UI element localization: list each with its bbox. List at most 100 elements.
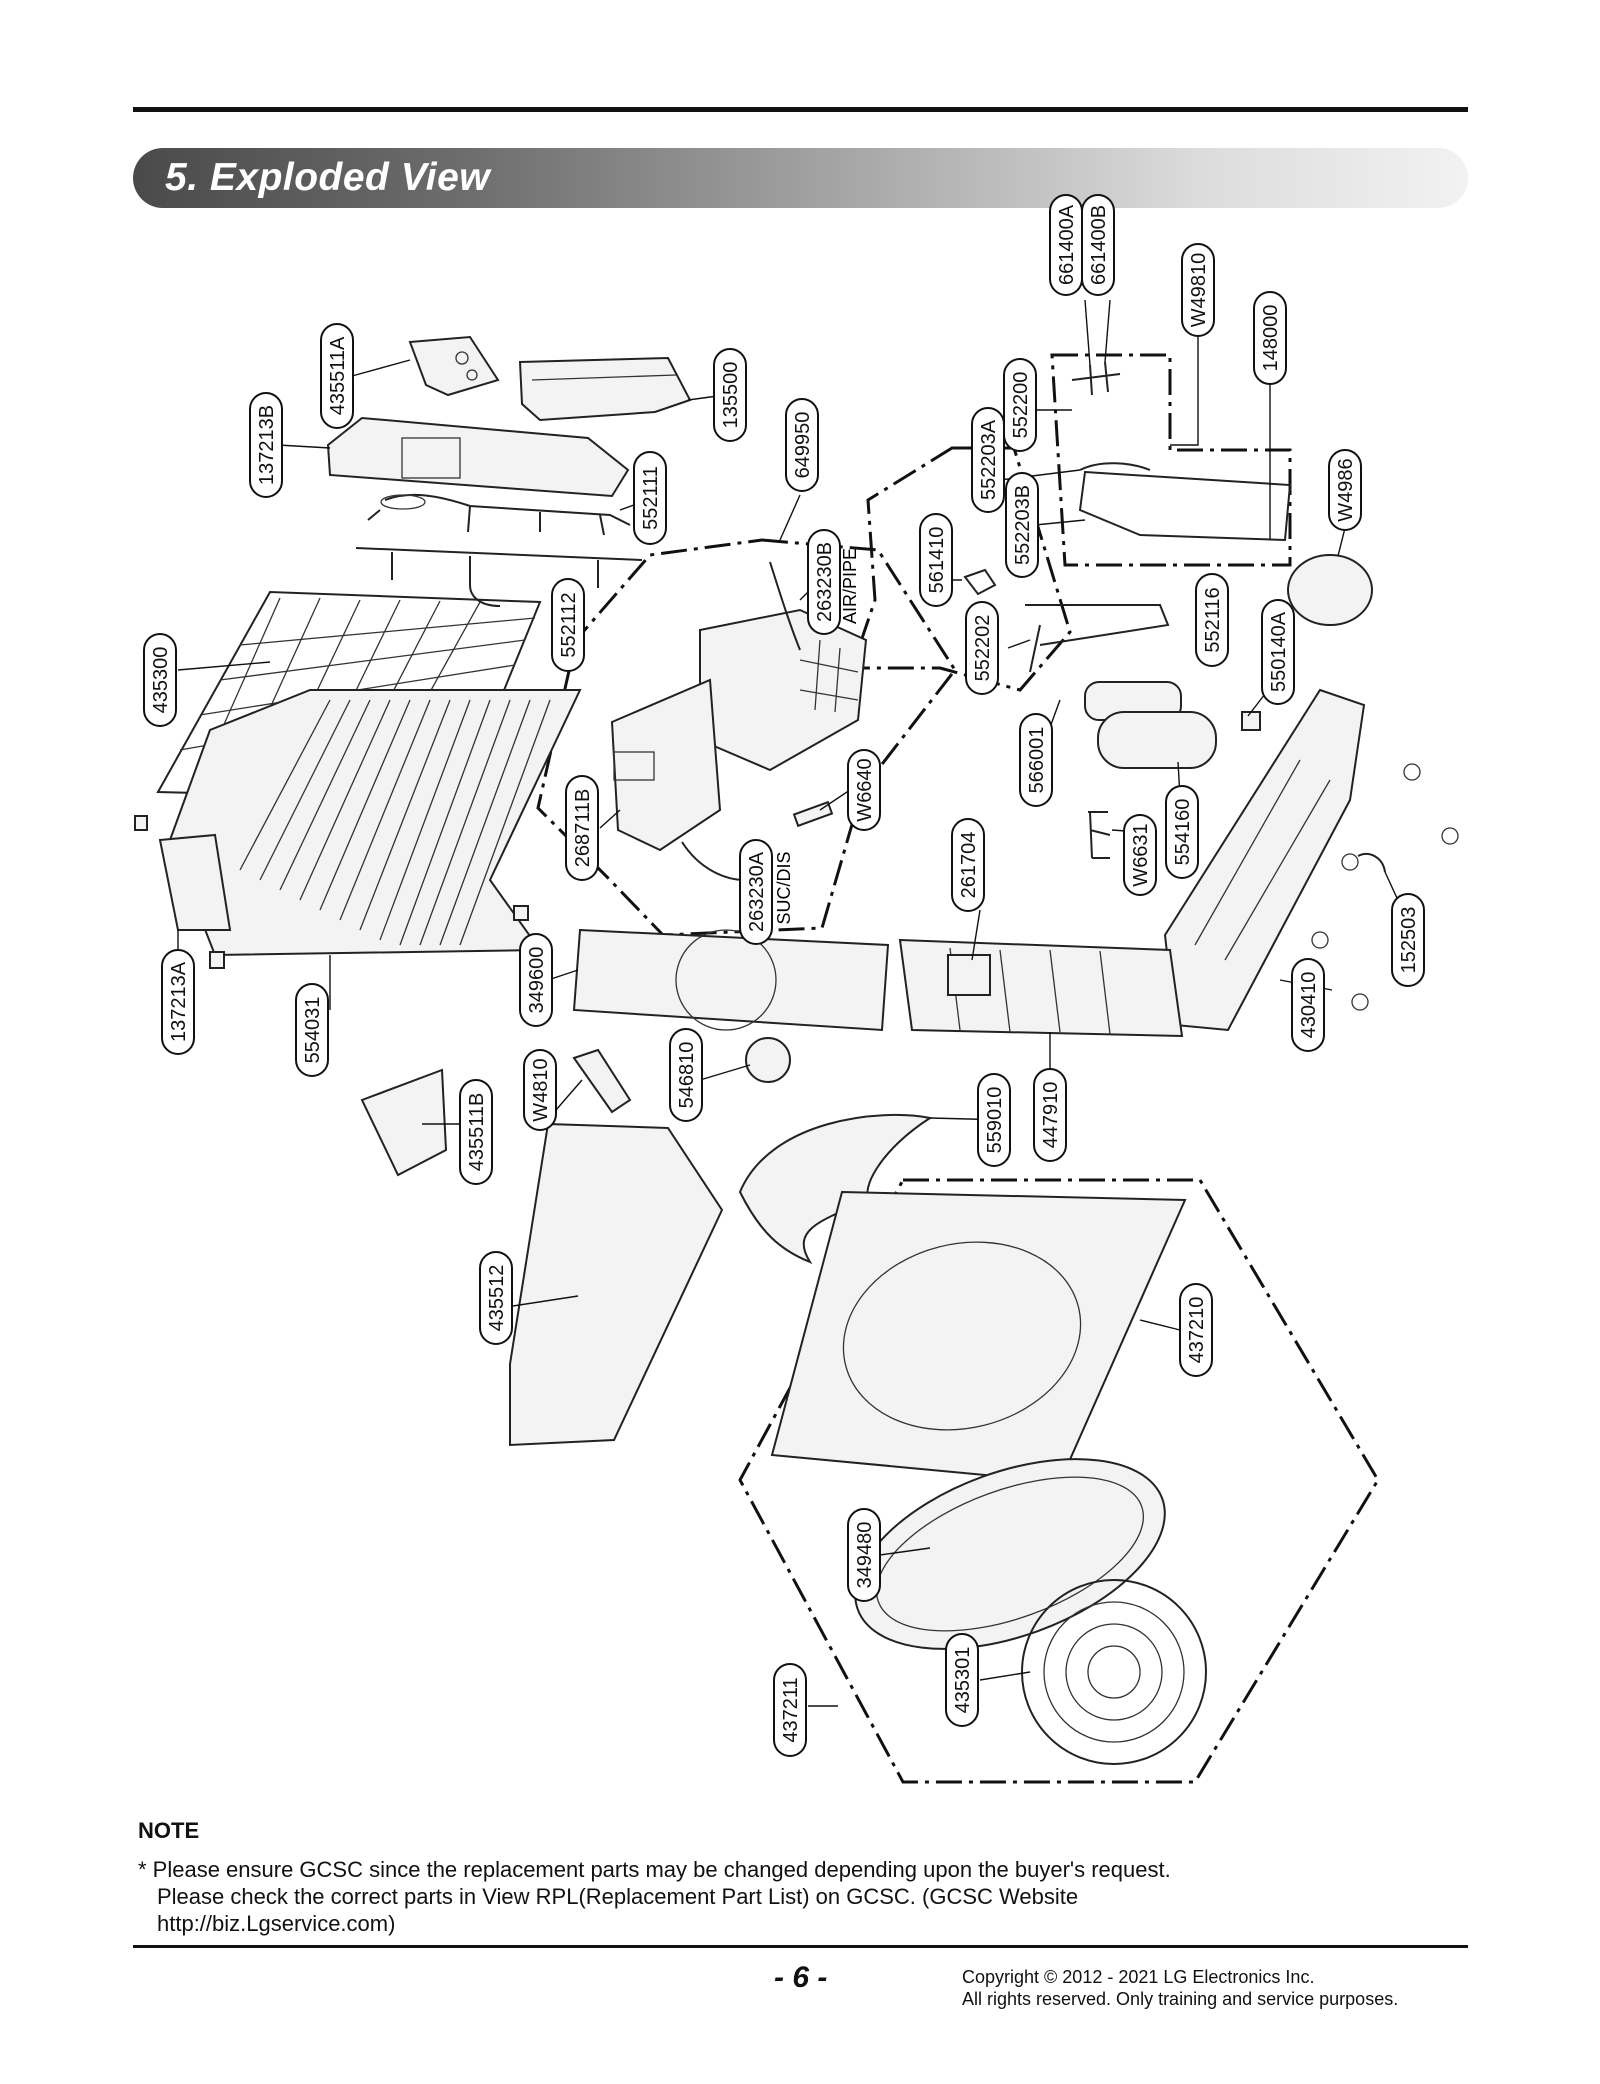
svg-text:W4810: W4810 (530, 1058, 552, 1121)
top-rule (133, 107, 1468, 112)
part-435511A-shape (408, 335, 500, 397)
part-W6631-shape (1088, 811, 1111, 859)
svg-text:554160: 554160 (1172, 799, 1194, 866)
svg-text:552200: 552200 (1010, 372, 1032, 439)
svg-text:566001: 566001 (1026, 727, 1048, 794)
part-349480-inner (875, 1476, 1145, 1632)
label-559010: 559010 (977, 1073, 1011, 1167)
part-561410-shape (963, 568, 997, 596)
part-137213B-window (401, 437, 461, 479)
svg-text:W6640: W6640 (854, 758, 876, 821)
part-152503-fitting (1341, 853, 1359, 871)
copyright-line-1: Copyright © 2012 - 2021 LG Electronics I… (962, 1967, 1315, 1987)
part-552203A-shape (1079, 462, 1151, 471)
svg-text:137213A: 137213A (168, 961, 190, 1042)
part-552202-shape (1025, 604, 1170, 673)
label-137213A: 137213A (161, 949, 195, 1055)
part-268711B-pcb (610, 678, 722, 852)
label-137213B: 137213B (249, 392, 283, 498)
svg-text:552112: 552112 (558, 592, 580, 657)
part-430410-detail (1194, 759, 1331, 961)
part-grommet (1403, 763, 1421, 781)
part-552112-shape (355, 547, 643, 607)
refrigerant-cycle-group-outline (849, 446, 1072, 692)
svg-text:430410: 430410 (1298, 972, 1320, 1039)
part-clip-3 (513, 905, 529, 921)
label-561410: 561410 (919, 513, 953, 607)
label-430410: 430410 (1291, 958, 1325, 1052)
part-552200-shape (1078, 470, 1292, 542)
label-546810: 546810 (669, 1028, 703, 1122)
note-line-3: http://biz.Lgservice.com) (157, 1911, 396, 1936)
label-135500: 135500 (713, 348, 747, 442)
svg-text:435300: 435300 (150, 647, 172, 714)
part-546810-motor (745, 1037, 791, 1083)
label-suc-dis: SUC/DIS (774, 851, 794, 924)
label-263230A: 263230A (739, 839, 773, 945)
svg-text:661400B: 661400B (1088, 205, 1110, 285)
part-550140A-shape (1241, 711, 1261, 731)
part-435511A-hole (455, 351, 469, 365)
label-W4810: W4810 (523, 1049, 557, 1131)
label-552116: 552116 (1195, 573, 1229, 667)
svg-text:552203A: 552203A (978, 419, 1000, 500)
svg-text:W49810: W49810 (1188, 253, 1210, 328)
label-W49810: W49810 (1181, 243, 1215, 337)
svg-text:263230A: 263230A (746, 851, 768, 932)
svg-text:W4986: W4986 (1335, 458, 1357, 521)
part-137213A-shape (158, 833, 232, 931)
part-263230A-shape (681, 841, 746, 881)
label-550140A: 550140A (1261, 599, 1295, 705)
parts (134, 335, 1459, 1765)
part-435301-ring-2 (1065, 1623, 1163, 1721)
svg-text:137213B: 137213B (256, 405, 278, 485)
part-grommet-2 (1441, 827, 1459, 845)
label-661400B: 661400B (1081, 194, 1115, 296)
note-title: NOTE (138, 1818, 200, 1843)
svg-text:435512: 435512 (486, 1265, 508, 1332)
label-435300: 435300 (143, 633, 177, 727)
part-clip (134, 815, 148, 831)
part-447910-panel (898, 938, 1184, 1038)
part-152503-elbow (1357, 853, 1386, 873)
svg-text:561410: 561410 (926, 527, 948, 594)
part-135500-detail (531, 374, 677, 381)
label-268711B: 268711B (565, 775, 599, 881)
svg-text:148000: 148000 (1260, 305, 1282, 372)
label-552203A: 552203A (971, 407, 1005, 513)
section-banner: 5. Exploded View (133, 148, 1468, 208)
svg-text:552116: 552116 (1202, 587, 1224, 652)
part-grommet-3 (1311, 931, 1329, 949)
bottom-rule (133, 1945, 1468, 1948)
svg-text:437211: 437211 (780, 1677, 802, 1742)
svg-text:552203B: 552203B (1012, 485, 1034, 565)
svg-text:263230B: 263230B (814, 542, 836, 622)
label-349600: 349600 (519, 933, 553, 1027)
svg-text:552111: 552111 (640, 466, 662, 530)
part-649950-grid (799, 639, 859, 713)
svg-text:435511B: 435511B (466, 1093, 488, 1172)
label-148000: 148000 (1253, 291, 1287, 385)
part-135500-shape (518, 356, 692, 422)
part-137213B-shape (326, 416, 630, 498)
part-clip-2 (209, 951, 225, 969)
svg-text:447910: 447910 (1040, 1082, 1062, 1149)
part-554031-fins (239, 699, 551, 946)
note-body: * Please ensure GCSC since the replaceme… (138, 1856, 1438, 1937)
label-552112: 552112 (551, 578, 585, 672)
part-554160-shape (1097, 711, 1217, 769)
note-line-1: * Please ensure GCSC since the replaceme… (138, 1857, 1171, 1882)
label-air-pipe: AIR/PIPE (840, 548, 860, 624)
label-447910: 447910 (1033, 1068, 1067, 1162)
part-552111-shape (367, 493, 631, 536)
svg-text:661400A: 661400A (1056, 204, 1078, 285)
copyright-line-2: All rights reserved. Only training and s… (962, 1989, 1399, 2009)
label-566001: 566001 (1019, 713, 1053, 807)
part-437210-panel (770, 1190, 1187, 1484)
label-W4986: W4986 (1328, 449, 1362, 531)
svg-text:554031: 554031 (302, 997, 324, 1064)
page-title: 5. Exploded View (165, 156, 491, 199)
part-552111-coil (380, 494, 426, 510)
label-435511A: 435511A (320, 323, 354, 429)
